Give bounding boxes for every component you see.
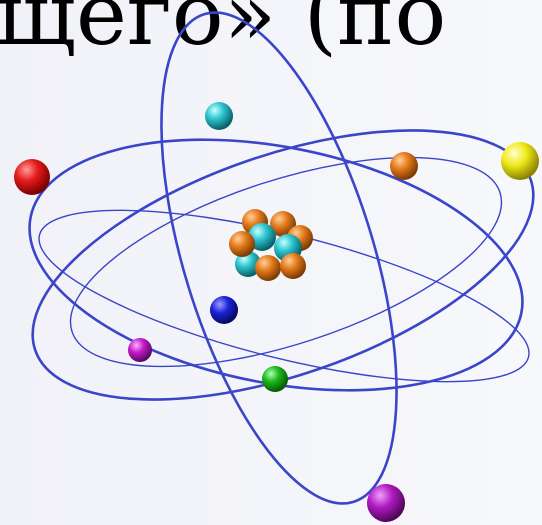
proton-6 (280, 253, 306, 279)
electron-cyan (205, 102, 233, 130)
electron-magenta (128, 338, 152, 362)
orbit-horizontal (28, 138, 524, 392)
electron-red (14, 159, 50, 195)
electron-yellow (501, 142, 539, 180)
orbit-inner-b (69, 156, 503, 368)
electron-orange (390, 152, 418, 180)
orbit-vertical (160, 11, 398, 505)
neutron-1 (235, 251, 261, 277)
proton-5 (255, 255, 281, 281)
slide-heading: щего» (по (0, 0, 447, 65)
electron-purple (367, 484, 405, 522)
electrons (14, 102, 539, 522)
nucleus (229, 209, 313, 281)
orbit-tilted (31, 129, 535, 401)
proton-4 (229, 231, 255, 257)
electron-blue (210, 296, 238, 324)
electron-green (262, 366, 288, 392)
